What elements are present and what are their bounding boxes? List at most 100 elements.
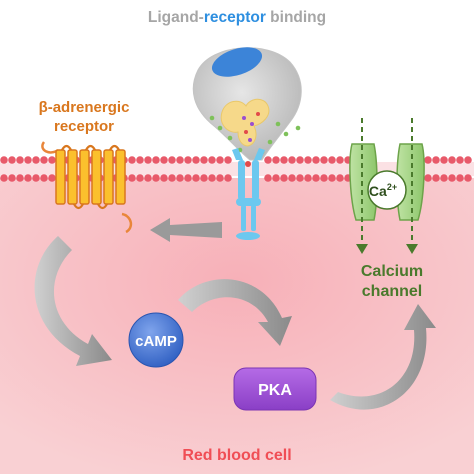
receptor-helix (115, 149, 126, 205)
lipid-head (320, 156, 328, 164)
lipid-head (304, 156, 312, 164)
lipid-head (16, 174, 24, 182)
arrow-camp-to-pka (178, 279, 292, 346)
lipid-head (296, 156, 304, 164)
lipid-head (176, 156, 184, 164)
lipid-head (40, 156, 48, 164)
lipid-head (224, 174, 232, 182)
lipid-head (192, 156, 200, 164)
nucleus (211, 47, 263, 77)
receptor-loop (73, 203, 84, 210)
lipid-head (280, 156, 288, 164)
lipid-head (176, 174, 184, 182)
lipid-head (328, 174, 336, 182)
lipid-head (200, 156, 208, 164)
camp-label: cAMP (135, 333, 177, 350)
lipid-head (440, 156, 448, 164)
lipid-head (304, 174, 312, 182)
lipid-head (184, 174, 192, 182)
pka-node (233, 367, 317, 411)
pka-label: PKA (258, 382, 292, 399)
lipid-head (160, 156, 168, 164)
lipid-head (216, 156, 224, 164)
signal-arrow-left (150, 218, 222, 242)
beta-adrenergic-receptor (41, 141, 133, 234)
lipid-head (336, 174, 344, 182)
lipid-head (48, 174, 56, 182)
lipid-head (8, 174, 16, 182)
lipid-head (328, 156, 336, 164)
lipid-head (264, 156, 272, 164)
lipid-head (272, 156, 280, 164)
lipid-head (128, 174, 136, 182)
lipid-head (456, 174, 464, 182)
lipid-head (432, 156, 440, 164)
lipid-head (336, 156, 344, 164)
cell-label: Red blood cell (182, 447, 291, 464)
lipid-head (448, 174, 456, 182)
lipid-head (144, 156, 152, 164)
lipid-head (184, 156, 192, 164)
arrow-beta-to-camp (34, 236, 112, 366)
diagram-title: Ligand-receptor binding (148, 9, 326, 26)
receptor-loop (97, 203, 108, 210)
lipid-head (136, 156, 144, 164)
lipid-head (464, 174, 472, 182)
lipid-head (208, 174, 216, 182)
lipid-head (24, 174, 32, 182)
lipid-head (16, 156, 24, 164)
calcium-ion-label: Ca2+ (369, 182, 397, 199)
lipid-head (264, 174, 272, 182)
receptor-loop (85, 144, 96, 151)
receptor-helix (91, 149, 102, 205)
lipid-head (312, 156, 320, 164)
lipid-head (424, 174, 432, 182)
calcium-channel-label-line2: channel (362, 283, 422, 300)
receptor-loop (61, 144, 72, 151)
receptor-protein (232, 148, 265, 240)
lipid-head (0, 174, 8, 182)
lipid-head (24, 156, 32, 164)
lipid-head (0, 156, 8, 164)
lipid-head (296, 174, 304, 182)
lipid-head (152, 156, 160, 164)
lipid-head (128, 156, 136, 164)
lipid-head (200, 174, 208, 182)
lipid-head (424, 156, 432, 164)
ligand-cell (192, 47, 302, 161)
cytoplasm (0, 178, 474, 474)
lipid-head (272, 174, 280, 182)
lipid-head (32, 174, 40, 182)
lipid-head (448, 156, 456, 164)
calcium-ion (367, 170, 407, 210)
arrow-pka-to-channel (330, 304, 436, 410)
lipid-head (432, 174, 440, 182)
lipid-head (216, 174, 224, 182)
lipid-head (40, 174, 48, 182)
lipid-head (144, 174, 152, 182)
calcium-channel: Ca2+ (349, 118, 425, 254)
lipid-head (320, 174, 328, 182)
lipid-head (288, 156, 296, 164)
lipid-head (8, 156, 16, 164)
lipid-head (440, 174, 448, 182)
beta-receptor-label-line1: β-adrenergic (39, 99, 130, 116)
lipid-head (48, 156, 56, 164)
beta-receptor-label-line2: receptor (54, 118, 114, 135)
receptor-helix (103, 149, 114, 205)
receptor-helix (55, 149, 66, 205)
lipid-head (192, 174, 200, 182)
calcium-channel-label-line1: Calcium (361, 263, 423, 280)
lipid-head (312, 174, 320, 182)
lipid-head (32, 156, 40, 164)
receptor-helix (67, 149, 78, 205)
lipid-head (288, 174, 296, 182)
lipid-head (168, 174, 176, 182)
pathway-arrows (34, 236, 436, 410)
lipid-head (208, 156, 216, 164)
receptor-helix (79, 149, 90, 205)
lipid-head (464, 156, 472, 164)
lipid-head (160, 174, 168, 182)
camp-node (128, 312, 184, 368)
